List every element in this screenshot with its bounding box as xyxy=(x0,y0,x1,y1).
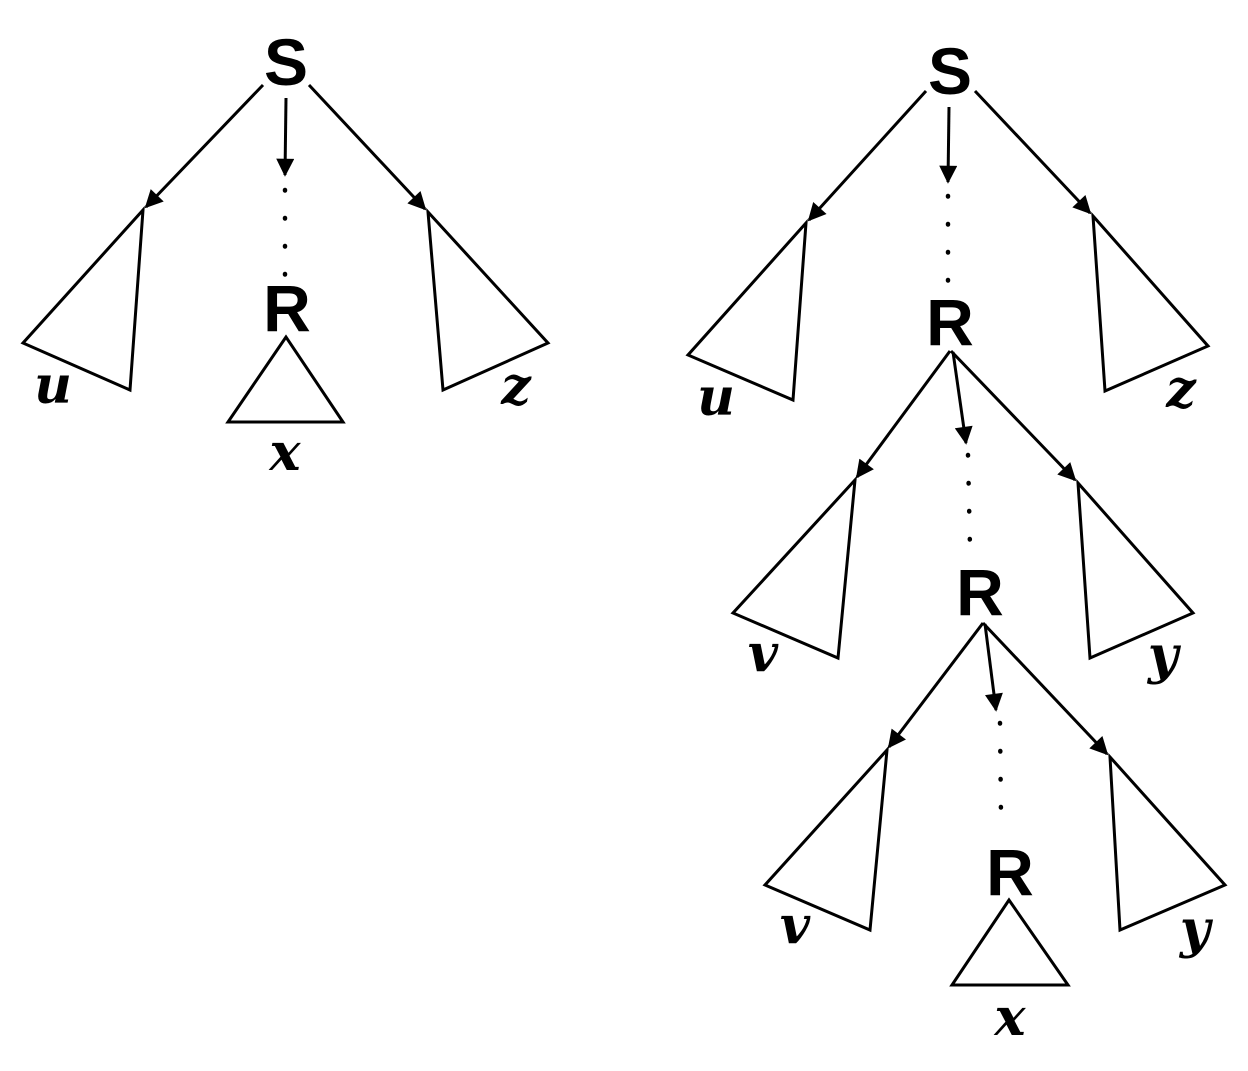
right-tree-edge-root-derives xyxy=(939,106,958,184)
left-tree-edge-root-to-z xyxy=(307,83,427,211)
left-tree-edge-root-derives xyxy=(276,97,295,177)
right-tree-z-subtree-triangle xyxy=(1091,211,1211,394)
right-tree-v1-subtree-triangle xyxy=(730,475,857,661)
right-tree-root-label: S xyxy=(928,34,972,108)
left-tree-root-label: S xyxy=(264,25,308,99)
left-tree-z-label: z xyxy=(500,356,532,417)
right-tree-edge-r1-derives xyxy=(951,351,973,445)
left-tree-u-subtree-triangle xyxy=(20,205,145,393)
right-tree-u-subtree-triangle xyxy=(685,218,808,403)
right-tree-dotted-derivation-2 xyxy=(965,452,973,551)
right-tree-v1-label: v xyxy=(748,623,779,684)
left-tree-z-subtree-triangle xyxy=(426,207,551,393)
left-tree-u-label: u xyxy=(34,355,72,416)
right-tree-edge-r2-to-y xyxy=(981,621,1109,756)
left-tree-inner-node-label: R xyxy=(263,271,311,345)
right-tree-y2-label: y xyxy=(1179,899,1214,960)
right-tree-inner-node-3-label: R xyxy=(986,835,1034,909)
right-tree-y1-subtree-triangle xyxy=(1076,478,1196,661)
right-tree-z-label: z xyxy=(1165,359,1197,420)
left-tree-edge-root-to-u xyxy=(144,83,265,209)
right-tree-y2-subtree-triangle xyxy=(1108,752,1228,933)
right-tree-x-subtree-triangle xyxy=(949,897,1071,987)
right-tree-y1-label: y xyxy=(1147,625,1182,686)
right-tree-x-label: x xyxy=(993,987,1026,1048)
right-tree-edge-r1-to-y xyxy=(949,349,1077,482)
right-tree-inner-node-2-label: R xyxy=(956,555,1004,629)
right-tree-v2-subtree-triangle xyxy=(762,745,889,933)
right-tree-inner-node-1-label: R xyxy=(926,285,974,359)
right-tree-dotted-derivation-3 xyxy=(997,720,1004,819)
right-tree-edge-root-to-u xyxy=(807,89,928,222)
right-tree-edge-root-to-z xyxy=(973,89,1092,215)
left-tree-x-subtree-triangle xyxy=(225,334,346,424)
left-parse-tree: S u R x z xyxy=(20,25,551,483)
right-parse-tree: S u z R v y R v y R x xyxy=(685,34,1228,1048)
right-tree-edge-r1-to-v xyxy=(855,350,952,479)
right-tree-v2-label: v xyxy=(780,895,811,956)
right-tree-edge-r2-to-v xyxy=(887,622,985,749)
right-tree-edge-r2-derives xyxy=(983,623,1003,712)
left-tree-x-label: x xyxy=(268,422,301,483)
right-tree-u-label: u xyxy=(697,367,735,428)
